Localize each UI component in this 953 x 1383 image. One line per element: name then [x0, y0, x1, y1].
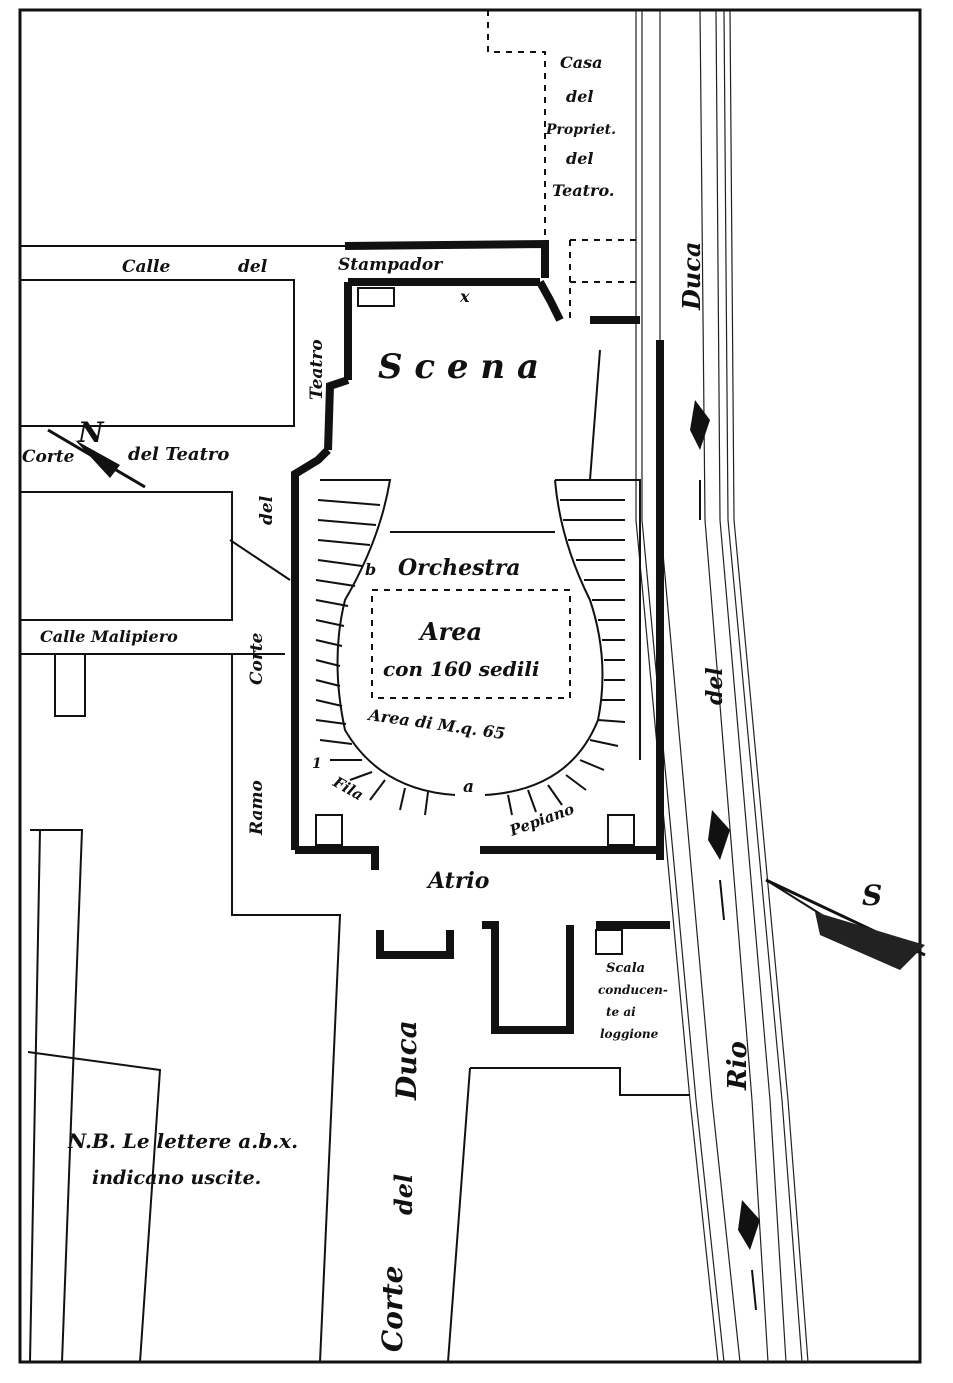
- label-scala-3: te ai: [606, 1005, 636, 1019]
- left-seating-rows: [315, 499, 429, 816]
- compass-north-letter: N: [77, 416, 105, 449]
- label-fila: Fila: [329, 772, 366, 804]
- label-corte-duca-1: Corte: [376, 1266, 409, 1352]
- stair-left-lower: [315, 814, 343, 846]
- area-dashed-box: [371, 589, 571, 699]
- stair-stampador: [357, 287, 395, 307]
- compass-feather-south: S: [765, 878, 926, 970]
- label-calle-stampador-3: Stampador: [338, 255, 443, 275]
- label-corte-vertical: Corte: [247, 632, 267, 685]
- label-del-vertical: del: [257, 495, 277, 525]
- flow-arrow-3: [708, 810, 730, 860]
- label-corte-teatro-1: Corte: [22, 447, 75, 467]
- label-teatro-vertical: Teatro: [307, 339, 327, 400]
- label-calle-malipiero: Calle Malipiero: [40, 627, 178, 646]
- right-seating-rows: [507, 499, 626, 816]
- proprietor-house-outline: [487, 10, 636, 320]
- label-exit-a: a: [463, 777, 474, 797]
- label-pepiano: Pepiano: [506, 800, 576, 840]
- label-scala-2: conducen-: [598, 983, 668, 997]
- label-calle-stampador-2: del: [238, 257, 268, 277]
- stairs: [315, 287, 635, 955]
- canal-rio-del-duca: [635, 9, 809, 1363]
- stair-loggione: [595, 929, 623, 955]
- theatre-walls: [291, 239, 670, 1034]
- label-orchestra: Orchestra: [398, 555, 521, 581]
- label-ramo-vertical: Ramo: [247, 780, 267, 836]
- label-calle-stampador-1: Calle: [122, 257, 170, 277]
- label-scala-4: loggione: [600, 1027, 659, 1041]
- label-area-title: Area: [418, 617, 482, 646]
- label-corte-duca-2: del: [389, 1174, 418, 1215]
- label-rio-duca: Duca: [677, 242, 706, 311]
- label-rio-rio: Rio: [723, 1041, 753, 1091]
- label-area-measure: Area di M.q. 65: [365, 705, 506, 743]
- label-orchestra-exit-b: b: [365, 560, 376, 579]
- street-blocks: [19, 245, 831, 1363]
- flow-arrow-1: [690, 400, 710, 450]
- label-scena: S c e n a: [378, 347, 539, 387]
- label-exit-x: x: [459, 287, 470, 306]
- nb-note-line1: N.B. Le lettere a.b.x.: [67, 1129, 298, 1153]
- label-casa-3: Propriet.: [545, 122, 616, 138]
- map-frame: [18, 8, 922, 1364]
- label-casa-2: del: [566, 87, 593, 106]
- label-fila-number: 1: [312, 756, 322, 772]
- label-corte-teatro-2: del Teatro: [128, 444, 229, 465]
- compass-needle-north: N: [47, 416, 146, 489]
- nb-note-line2: indicano uscite.: [92, 1167, 261, 1189]
- flow-arrow-5: [738, 1200, 760, 1250]
- label-corte-duca-3: Duca: [390, 1020, 423, 1101]
- auditorium: [320, 349, 641, 796]
- canal-flow-arrows: [690, 400, 760, 1311]
- label-casa-4: del: [566, 149, 593, 168]
- compass-south-letter: S: [862, 879, 882, 912]
- label-rio-del: del: [702, 667, 728, 705]
- label-scala-1: Scala: [606, 961, 645, 976]
- stair-right-lower: [607, 814, 635, 846]
- label-atrio: Atrio: [426, 868, 489, 894]
- label-area-seats: con 160 sedili: [383, 657, 540, 681]
- label-casa-5: Teatro.: [552, 181, 614, 200]
- label-casa-1: Casa: [560, 53, 602, 72]
- flow-arrow-4: [719, 879, 725, 921]
- flow-arrow-6: [751, 1269, 757, 1311]
